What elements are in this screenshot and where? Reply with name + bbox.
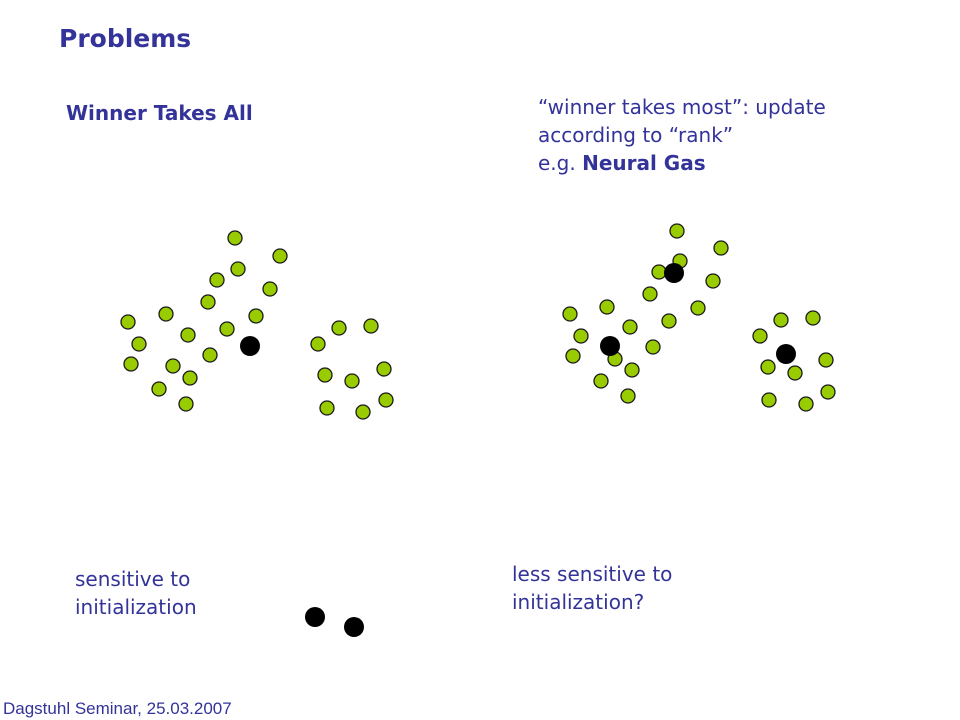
winner-takes-most-heading: “winner takes most”: update according to…: [538, 93, 826, 177]
prototype: [305, 607, 325, 627]
winner-takes-all-heading: Winner Takes All: [66, 101, 253, 125]
data-point: [209, 272, 225, 288]
data-point: [573, 328, 589, 344]
neural-gas-label: Neural Gas: [582, 151, 706, 175]
data-point: [805, 310, 821, 326]
data-point: [661, 313, 677, 329]
data-point: [690, 300, 706, 316]
data-point: [262, 281, 278, 297]
prototype: [600, 336, 620, 356]
data-point: [202, 347, 218, 363]
data-point: [622, 319, 638, 335]
data-point: [180, 327, 196, 343]
data-point: [787, 365, 803, 381]
data-point: [651, 264, 667, 280]
data-point: [331, 320, 347, 336]
data-point: [669, 223, 685, 239]
data-point: [760, 359, 776, 375]
data-point: [820, 384, 836, 400]
data-point: [593, 373, 609, 389]
data-point: [713, 240, 729, 256]
heading-line-2: according to “rank”: [538, 123, 734, 147]
data-point: [310, 336, 326, 352]
data-point: [620, 388, 636, 404]
data-point: [227, 230, 243, 246]
data-point: [165, 358, 181, 374]
data-point: [624, 362, 640, 378]
data-point: [565, 348, 581, 364]
data-point: [599, 299, 615, 315]
data-point: [219, 321, 235, 337]
data-point: [773, 312, 789, 328]
note-line-1: less sensitive to: [512, 562, 673, 586]
data-point: [317, 367, 333, 383]
footer: Dagstuhl Seminar, 25.03.2007: [3, 699, 232, 718]
left-prototypes: [240, 336, 364, 637]
data-point: [230, 261, 246, 277]
data-point: [355, 404, 371, 420]
data-point: [705, 273, 721, 289]
sensitive-note: sensitive to initialization: [75, 565, 197, 621]
data-point: [645, 339, 661, 355]
data-point: [131, 336, 147, 352]
data-point: [752, 328, 768, 344]
data-point: [818, 352, 834, 368]
data-point: [151, 381, 167, 397]
less-sensitive-note: less sensitive to initialization?: [512, 560, 672, 616]
prototype: [664, 263, 684, 283]
prototype: [776, 344, 796, 364]
heading-prefix: e.g.: [538, 151, 583, 175]
heading-line-3: e.g. Neural Gas: [538, 149, 826, 177]
data-point: [319, 400, 335, 416]
data-point: [178, 396, 194, 412]
data-point: [123, 356, 139, 372]
data-point: [248, 308, 264, 324]
data-point: [562, 306, 578, 322]
data-point: [120, 314, 136, 330]
data-point: [642, 286, 658, 302]
right-prototypes: [600, 263, 796, 364]
data-point: [376, 361, 392, 377]
note-line-1: sensitive to: [75, 567, 191, 591]
note-line-2: initialization: [75, 595, 197, 619]
prototype: [240, 336, 260, 356]
prototype: [344, 617, 364, 637]
slide-title: Problems: [59, 24, 192, 53]
data-point: [182, 370, 198, 386]
data-point: [344, 373, 360, 389]
data-point: [272, 248, 288, 264]
data-point: [158, 306, 174, 322]
note-line-2: initialization?: [512, 590, 645, 614]
heading-line-1: “winner takes most”: update: [538, 95, 826, 119]
left-data-points: [120, 230, 394, 420]
data-point: [200, 294, 216, 310]
data-point: [761, 392, 777, 408]
data-point: [378, 392, 394, 408]
right-data-points: [562, 223, 836, 412]
data-point: [363, 318, 379, 334]
data-point: [798, 396, 814, 412]
